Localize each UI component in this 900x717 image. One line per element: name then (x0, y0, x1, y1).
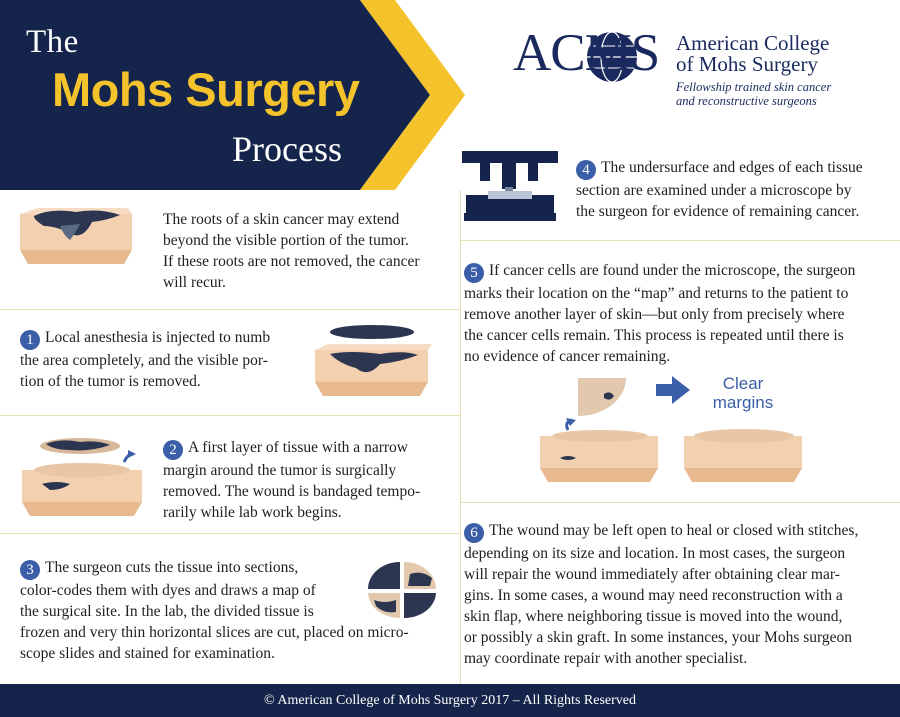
logo-tagline-line2: and reconstructive surgeons (676, 94, 817, 108)
step-3-line: the surgical site. In the lab, the divid… (20, 603, 314, 620)
title-the: The (26, 24, 79, 60)
step-3: 3 The surgeon cuts the tissue into sectio… (20, 557, 460, 664)
divider-step4 (460, 240, 900, 241)
step-6-line: may coordinate repair with another speci… (464, 650, 748, 667)
step-4-line: the surgeon for evidence of remaining ca… (576, 203, 860, 220)
step-2-line: removed. The wound is bandaged tempo- (163, 483, 421, 500)
clear-wound-illustration (684, 429, 802, 482)
step-2-line: margin around the tumor is surgically (163, 462, 397, 479)
step-6-line: skin flap, where neighboring tissue is m… (464, 608, 843, 625)
footer-copyright: © American College of Mohs Surgery 2017 … (0, 684, 900, 717)
step-1-line: tion of the tumor is removed. (20, 373, 201, 390)
title-process: Process (232, 129, 342, 169)
step-number-badge: 2 (163, 440, 183, 460)
divider-intro (0, 309, 460, 310)
skin-roots-illustration (20, 208, 132, 264)
clear-margins-label: Clear margins (711, 374, 775, 412)
step-3-line-text: The surgeon cuts the tissue into section… (45, 559, 299, 576)
step-3-line: frozen and very thin horizontal slices a… (20, 624, 409, 641)
step-3-line: 3 The surgeon cuts the tissue into sectio… (20, 557, 460, 580)
divider-step1 (0, 415, 460, 416)
step-2-line: 2 A first layer of tissue with a narrow (163, 437, 453, 460)
step-2-line-text: A first layer of tissue with a narrow (188, 439, 408, 456)
step-1-line-text: Local anesthesia is injected to numb (45, 329, 271, 346)
step-6-line-text: The wound may be left open to heal or cl… (489, 522, 859, 539)
step-6: 6 The wound may be left open to heal or c… (464, 520, 896, 669)
step-number-badge: 1 (20, 330, 40, 350)
logo-name-line2: of Mohs Surgery (676, 52, 818, 76)
tumor-removal-illustration (315, 325, 432, 396)
step-1: 1 Local anesthesia is injected to numb th… (20, 327, 310, 392)
clear-margins-line: Clear (722, 374, 764, 393)
intro-text: The roots of a skin cancer may extend be… (163, 209, 453, 293)
logo-tagline-line1: Fellowship trained skin cancer (676, 80, 832, 94)
step-6-line: 6 The wound may be left open to heal or c… (464, 520, 896, 543)
step-3-line: scope slides and stained for examination… (20, 645, 275, 662)
step-6-line: or possibly a skin graft. In some instan… (464, 629, 853, 646)
divider-step2 (0, 533, 460, 534)
step-5-line: 5 If cancer cells are found under the mic… (464, 260, 896, 283)
intro-line: If these roots are not removed, the canc… (163, 253, 420, 270)
step-6-line: depending on its size and location. In m… (464, 545, 846, 562)
divider-step5 (460, 502, 900, 503)
step-4-line: 4 The undersurface and edges of each tiss… (576, 157, 896, 180)
step-3-line: color-codes them with dyes and draws a m… (20, 582, 316, 599)
step-6-line: gins. In some cases, a wound may need re… (464, 587, 843, 604)
step-5-line: the cancer cells remain. This process is… (464, 327, 844, 344)
step-1-line: the area completely, and the visible por… (20, 352, 268, 369)
step-4-line-text: The undersurface and edges of each tissu… (601, 159, 863, 176)
logo-tagline: Fellowship trained skin cancer and recon… (676, 80, 831, 108)
step-5-line: no evidence of cancer remaining. (464, 348, 671, 365)
step-number-badge: 5 (464, 263, 484, 283)
globe-icon (587, 31, 637, 83)
acms-logo (513, 20, 893, 115)
step-2: 2 A first layer of tissue with a narrow m… (163, 437, 453, 523)
second-layer-illustration (540, 418, 658, 482)
step-6-line: will repair the wound immediately after … (464, 566, 840, 583)
step-5-line: remove another layer of skin—but only fr… (464, 306, 845, 323)
step-2-line: rarily while lab work begins. (163, 504, 342, 521)
step-4: 4 The undersurface and edges of each tiss… (576, 157, 896, 222)
title-mohs-surgery: Mohs Surgery (52, 63, 360, 116)
column-divider (460, 190, 461, 684)
clear-margins-line: margins (712, 393, 774, 412)
tissue-sections-illustration (368, 562, 436, 618)
intro-line: will recur. (163, 274, 226, 291)
step-number-badge: 6 (464, 523, 484, 543)
step-number-badge: 4 (576, 160, 596, 180)
first-layer-illustration (22, 438, 142, 516)
map-quadrant-illustration (578, 378, 626, 416)
arrow-right-icon (656, 376, 690, 404)
step-5-line-text: If cancer cells are found under the micr… (489, 262, 856, 279)
logo-acronym: ACMS (513, 24, 660, 82)
microscope-icon (462, 151, 558, 221)
step-5-line: marks their location on the “map” and re… (464, 285, 849, 302)
logo-name-line1: American College (676, 31, 830, 55)
step-4-line: section are examined under a microscope … (576, 182, 852, 199)
intro-line: beyond the visible portion of the tumor. (163, 232, 409, 249)
header-banner (0, 0, 465, 190)
step-number-badge: 3 (20, 560, 40, 580)
intro-line: The roots of a skin cancer may extend (163, 211, 400, 228)
logo-name: American College of Mohs Surgery (676, 33, 829, 75)
step-5: 5 If cancer cells are found under the mic… (464, 260, 896, 367)
step-1-line: 1 Local anesthesia is injected to numb (20, 327, 310, 350)
